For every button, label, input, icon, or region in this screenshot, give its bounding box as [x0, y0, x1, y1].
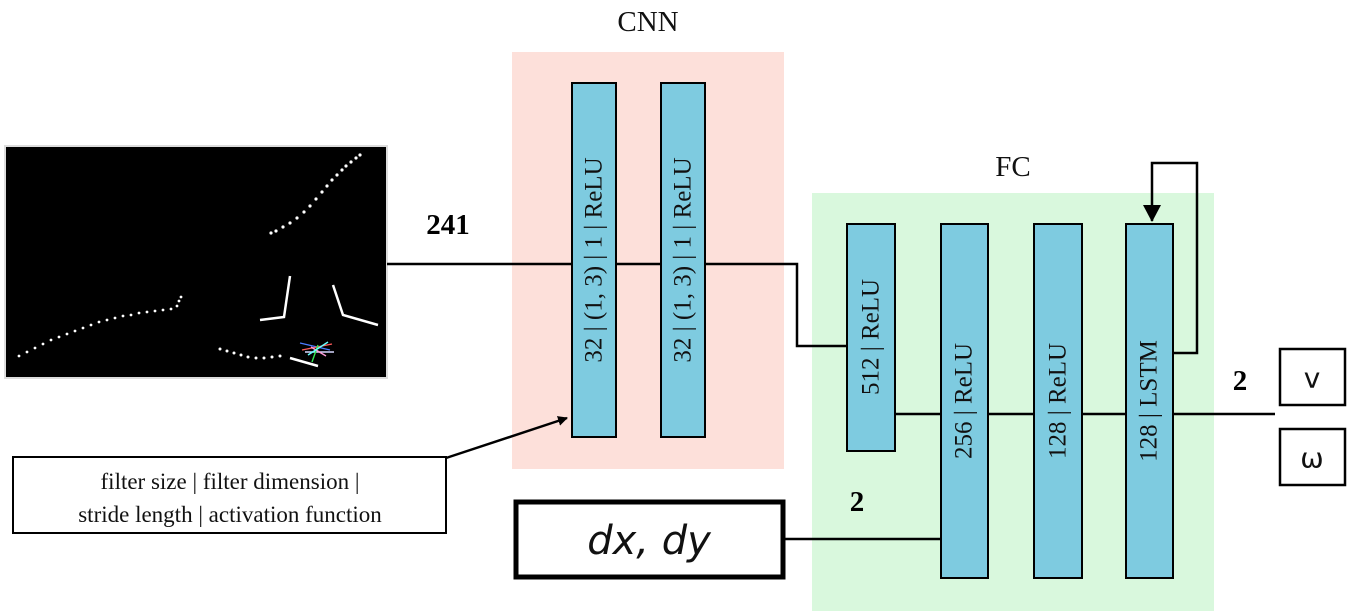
- output-omega-label: ω: [1300, 442, 1323, 475]
- fc-layer-128: 128 | ReLU: [1033, 223, 1083, 579]
- cnn-section-background: [512, 52, 784, 469]
- output-omega-box: ω: [1278, 427, 1347, 487]
- cnn-layer-2: 32 | (1, 3) | 1 | ReLU: [660, 82, 706, 438]
- goal-input-label: dx, dy: [587, 518, 712, 564]
- legend-line-1: filter size | filter dimension |: [101, 469, 360, 494]
- fc-layer-128-label: 128 | ReLU: [1045, 343, 1072, 459]
- cnn-layer-1: 32 | (1, 3) | 1 | ReLU: [571, 82, 617, 438]
- legend-arrow: [445, 416, 568, 460]
- lstm-recurrent-loop: [1150, 161, 1199, 355]
- fc-title: FC: [995, 151, 1030, 183]
- legend-line-2: stride length | activation function: [78, 502, 382, 527]
- fc-layer-256-label: 256 | ReLU: [951, 343, 978, 459]
- lstm-loop-arrowhead: [1143, 205, 1161, 222]
- cnn-title: CNN: [617, 6, 678, 38]
- lstm-layer-label: 128 | LSTM: [1136, 340, 1163, 462]
- cnn-layer-1-label: 32 | (1, 3) | 1 | ReLU: [581, 157, 608, 362]
- cnn-to-fc-line: [705, 262, 847, 348]
- output-v-box: v: [1278, 347, 1347, 407]
- legend-box: filter size | filter dimension | stride …: [12, 456, 447, 534]
- fc-layer-256: 256 | ReLU: [940, 223, 989, 579]
- fc-layer-512-label: 512 | ReLU: [858, 279, 885, 395]
- cnn-layer-2-label: 32 | (1, 3) | 1 | ReLU: [670, 157, 697, 362]
- connections: [387, 161, 1275, 541]
- goal-input-box: dx, dy: [513, 499, 786, 580]
- goal-size-label: 2: [850, 486, 865, 518]
- output-size-label: 2: [1233, 365, 1248, 397]
- input-size-label: 241: [426, 209, 470, 241]
- output-v-label: v: [1304, 362, 1321, 395]
- laser-scan-image: [4, 145, 388, 379]
- fc-layer-512: 512 | ReLU: [846, 223, 896, 452]
- lstm-layer: 128 | LSTM: [1125, 223, 1174, 579]
